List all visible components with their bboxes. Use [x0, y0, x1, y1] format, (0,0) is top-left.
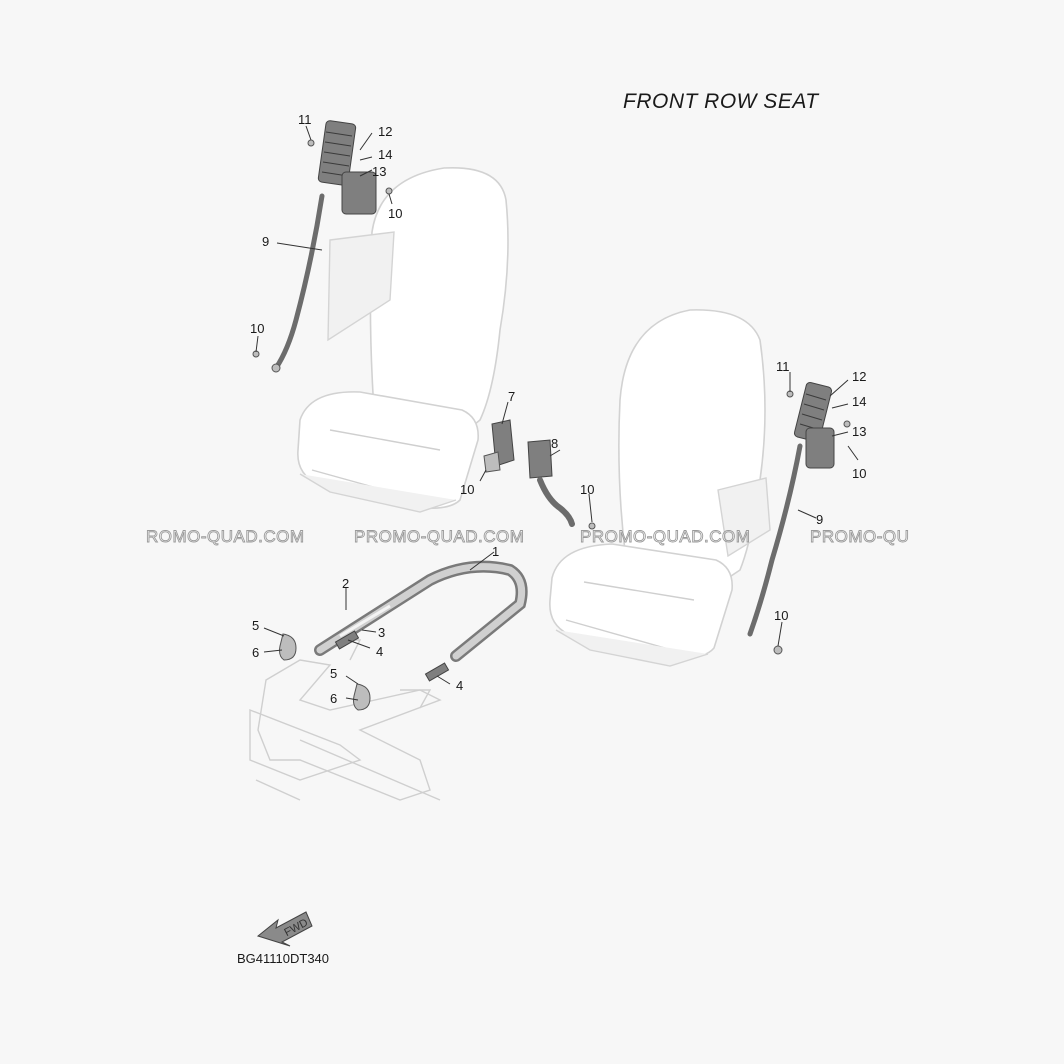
callout-14-right: 14: [852, 394, 866, 409]
callout-10-left-top: 10: [388, 206, 402, 221]
callout-2: 2: [342, 576, 349, 591]
callout-8: 8: [551, 436, 558, 451]
callout-3: 3: [378, 625, 385, 640]
callout-4-lower: 4: [456, 678, 463, 693]
callout-10-left-bottom: 10: [250, 321, 264, 336]
callout-10-right-bottom: 10: [774, 608, 788, 623]
bracket-sleeves-part-4: [334, 630, 450, 682]
watermark-text-2: PROMO-QUAD.COM: [354, 527, 524, 546]
right-seat: [549, 309, 771, 667]
callout-5-upper: 5: [252, 618, 259, 633]
callout-9-left: 9: [262, 234, 269, 249]
watermark-text-4: PROMO-QU: [810, 527, 909, 546]
callout-13-left: 13: [372, 164, 386, 179]
callout-7: 7: [508, 389, 515, 404]
callout-6-upper: 6: [252, 645, 259, 660]
callout-5-lower: 5: [330, 666, 337, 681]
drawing-code: BG41110DT340: [237, 951, 329, 966]
left-seat-belt: [252, 120, 393, 373]
buckle-part-8: [527, 439, 596, 530]
callout-11-left: 11: [298, 112, 312, 127]
seat-frame: [249, 639, 442, 801]
callouts-bracket: 1 2 3 4 5 6 5 6 4: [252, 544, 499, 706]
callout-1: 1: [492, 544, 499, 559]
callout-6-lower: 6: [330, 691, 337, 706]
right-seat-belt: [747, 382, 851, 655]
callout-10-right-top: 10: [852, 466, 866, 481]
callout-13-right: 13: [852, 424, 866, 439]
callout-10-center-left: 10: [460, 482, 474, 497]
callout-10-center-right: 10: [580, 482, 594, 497]
callout-14-left: 14: [378, 147, 392, 162]
diagram-title: FRONT ROW SEAT: [623, 90, 820, 113]
callout-12-left: 12: [378, 124, 392, 139]
watermark: ROMO-QUAD.COM PROMO-QUAD.COM PROMO-QUAD.…: [146, 527, 910, 547]
callouts-right-belt: 11 12 14 13 10 9 10: [774, 359, 866, 623]
watermark-text-3: PROMO-QUAD.COM: [580, 527, 750, 546]
callout-9-right: 9: [816, 512, 823, 527]
callouts-center: 7 10 8 10: [460, 389, 594, 497]
watermark-text-1: ROMO-QUAD.COM: [146, 527, 305, 546]
clips-part-5-6: [279, 633, 371, 711]
left-seat: [297, 166, 509, 513]
callout-12-right: 12: [852, 369, 866, 384]
callout-4-upper: 4: [376, 644, 383, 659]
buckle-part-7: [483, 419, 515, 473]
callouts-left-belt: 11 12 14 13 10 9 10: [250, 112, 402, 336]
callout-11-right: 11: [776, 359, 790, 374]
leader-lines: [255, 125, 859, 701]
seat-bracket-part-1: [314, 560, 528, 662]
